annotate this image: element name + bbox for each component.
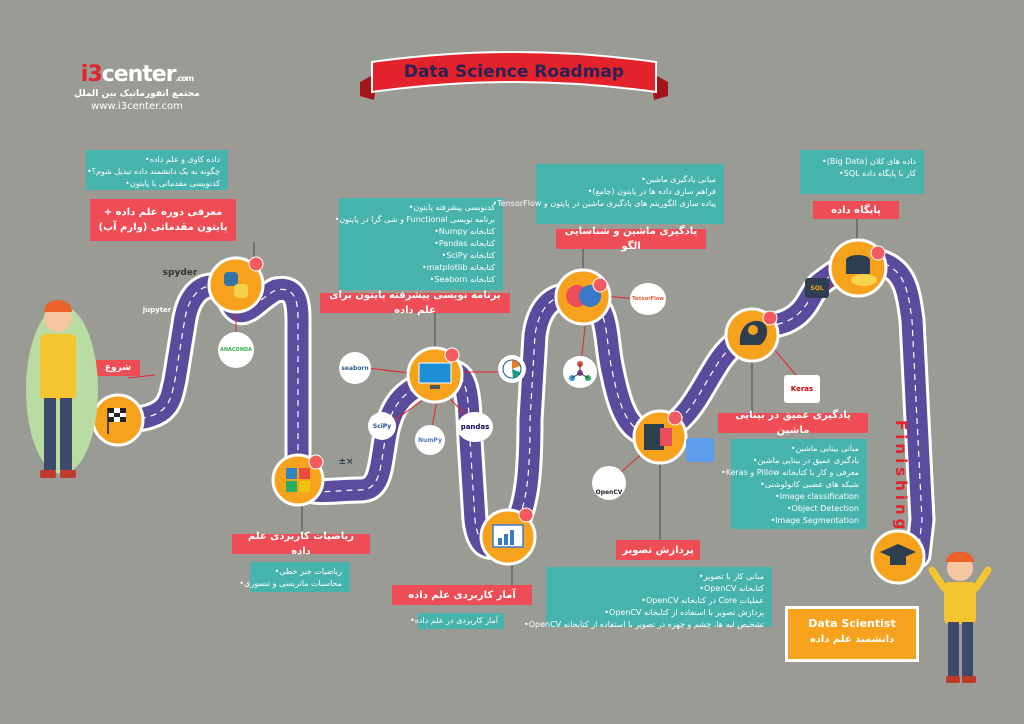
spyder-logo: spyder [162, 268, 198, 278]
logo-brand-suffix: center [101, 62, 177, 87]
step-3-details: کدنویسی پیشرفته پایتون• برنامه نویسی Fun… [334, 198, 503, 290]
matplotlib-icon [498, 355, 526, 383]
logo-domain: .com [175, 74, 195, 83]
list-item: داده کاوی و علم داده• [145, 155, 220, 164]
list-item: معرفی و کار با کتابخانه Pillow و Keras• [721, 468, 859, 477]
list-item: کتابخانه OpenCV• [699, 584, 764, 593]
logo-website: www.i3center.com [91, 101, 183, 112]
step-6-details: مبانی کار با تصویر• کتابخانه OpenCV• عمل… [524, 567, 772, 629]
start-label: شروع [96, 360, 140, 376]
math-icon [271, 453, 325, 507]
sql-icon: SQL [805, 278, 829, 298]
step-8-details: داده های کلان (Big Data)• کار با پایگاه د… [800, 150, 924, 194]
list-item: عملیات Core در کتابخانه OpenCV• [641, 596, 764, 605]
graduation-cap-icon [870, 529, 926, 585]
anaconda-logo: ANACONDA [218, 332, 254, 368]
list-item: کتابخانه Seaborn• [429, 275, 495, 284]
list-item: مبانی کار با تصویر• [698, 572, 764, 581]
step-6-title: پردازش تصویر [616, 540, 700, 560]
chart-screen-icon [479, 508, 537, 566]
logo-brand: i3center.com [62, 62, 212, 87]
network-icon [563, 356, 597, 388]
logo-subtitle: مجتمع انفورماتیک بین الملل [74, 89, 200, 99]
step-7-title: یادگیری عمیق در بینایی ماشین [718, 410, 868, 436]
step-1-title: معرفی دوره علم داده + پایتون مقدماتی (وا… [90, 199, 236, 241]
list-item: محاسبات ماتریسی و تنسوری• [239, 579, 342, 588]
seaborn-logo: seaborn [339, 352, 371, 384]
list-item: فراهم سازی داده ها در پایتون (جامع)• [587, 187, 716, 196]
step-1-details: داده کاوی و علم داده• چگونه به یک دانشمند… [86, 150, 228, 190]
scipy-logo: SciPy [368, 412, 396, 440]
list-item: چگونه به یک دانشمند داده تبدیل شوم؟• [87, 167, 220, 176]
step-5-title: یادگیری ماشین و شناسایی الگو [556, 226, 706, 252]
list-item: برنامه نویسی Functional و شی گرا در پایت… [334, 215, 495, 224]
data-scientist-fa: دانشمند علم داده [809, 634, 895, 645]
checkered-flag-icon [91, 393, 145, 447]
matplotlib-wheel-icon [502, 359, 522, 379]
list-item: مبانی بینایی ماشین• [790, 444, 859, 453]
image-processing-icon [632, 409, 688, 465]
step-5-details: مبانی یادگیری ماشین• فراهم سازی داده ها د… [492, 164, 724, 224]
data-scientist-en: Data Scientist [808, 617, 896, 630]
list-item: Image classification• [774, 492, 859, 501]
list-item: کدنویسی مقدماتی با پایتون• [125, 179, 220, 188]
list-item: تشخیص لبه ها، چشم و چهره در تصویر با است… [524, 620, 764, 629]
title-ribbon [360, 51, 668, 100]
neural-network-icon [569, 361, 591, 381]
opencv-logo: OpenCV [592, 466, 626, 500]
logo-brand-prefix: i3 [80, 62, 103, 87]
list-item: پیاده سازی الگوریتم های یادگیری ماشین در… [492, 199, 716, 208]
number-badges [248, 245, 886, 523]
data-scientist-box: Data Scientist دانشمند علم داده [785, 606, 919, 662]
list-item: یادگیری عمیق در بینایی ماشین• [752, 456, 859, 465]
list-item: کتابخانه SciPy• [441, 251, 495, 260]
python-icon [207, 256, 265, 314]
list-item: مبانی یادگیری ماشین• [641, 175, 716, 184]
step-7-details: مبانی بینایی ماشین• یادگیری عمیق در بینا… [721, 439, 867, 529]
numpy-logo: NumPy [415, 425, 445, 455]
keras-logo: Keras [784, 375, 820, 403]
list-item: کتابخانه matplotlib• [422, 263, 495, 272]
page-title: Data Science Roadmap [403, 62, 625, 82]
list-item: پردازش تصویر با استفاده از کتابخانه Open… [604, 608, 764, 617]
logo: i3center.com مجتمع انفورماتیک بین الملل … [62, 62, 212, 112]
list-item: Image Segmentation• [770, 516, 859, 525]
step-4-details: آمار کاربردی در علم داده• [410, 613, 504, 629]
list-item: کتابخانه Numpy• [434, 227, 495, 236]
step-3-title: برنامه نویسی پیشرفته پایتون برای علم داد… [320, 290, 510, 316]
step-2-details: ریاضیات جبر خطی• محاسبات ماتریسی و تنسوری… [239, 562, 350, 592]
brain-gear-icon [554, 268, 612, 326]
list-item: کار با پایگاه داده SQL• [839, 169, 916, 178]
list-item: کدنویسی پیشرفته پایتون• [408, 203, 495, 212]
list-item: Object Detection• [786, 504, 859, 513]
pandas-logo: pandas [457, 412, 493, 442]
image-icon [686, 438, 714, 462]
person-left-illustration [26, 300, 98, 478]
list-item: شبکه های عصبی کانولوشنی• [760, 480, 859, 489]
step-4-title: آمار کاربردی علم داده [392, 585, 532, 605]
step-2-title: ریاضیات کاربردی علم داده [232, 531, 370, 557]
tensorflow-logo: TensorFlow [630, 283, 666, 315]
list-item: آمار کاربردی در علم داده• [410, 616, 498, 625]
jupyter-logo: jupyter [142, 306, 172, 314]
list-item: کتابخانه Pandas• [434, 239, 495, 248]
list-item: داده های کلان (Big Data)• [822, 157, 916, 166]
list-item: ریاضیات جبر خطی• [274, 567, 342, 576]
person-right-illustration [928, 551, 992, 683]
step-8-title: پایگاه داده [813, 201, 899, 219]
math-symbols-icon: ±× [338, 457, 354, 467]
